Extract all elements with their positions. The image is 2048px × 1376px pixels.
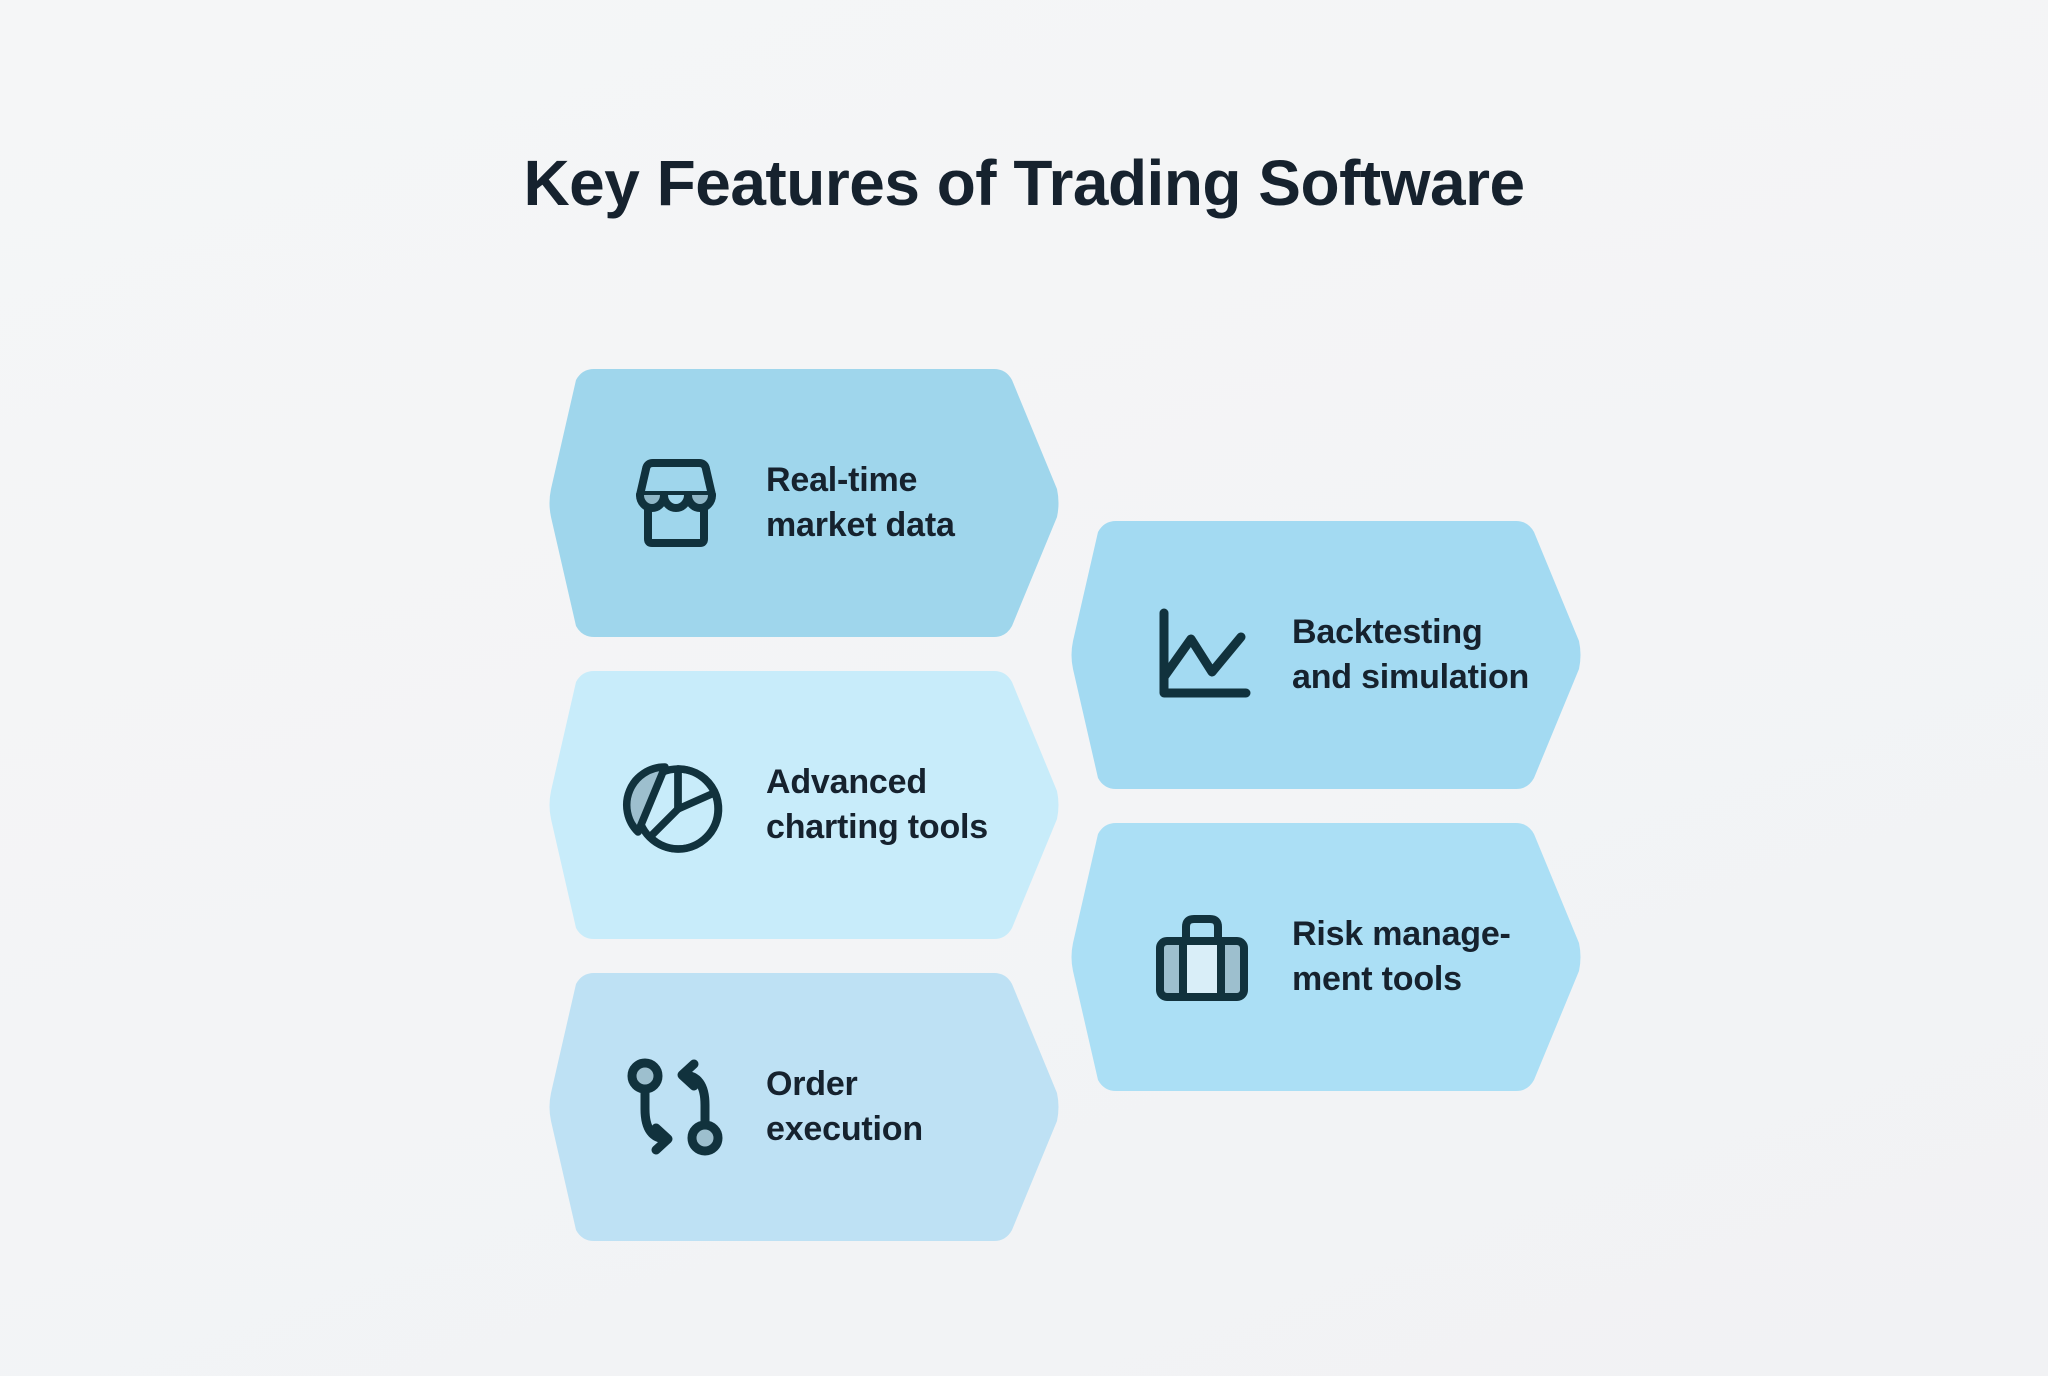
feature-label: Backtesting and simulation: [1292, 613, 1530, 696]
line-chart-icon: [1146, 599, 1258, 711]
feature-label: Order execution: [766, 1065, 923, 1148]
card-content: Backtesting and simulation: [1070, 599, 1582, 711]
hexagon-shape-order: [549, 973, 1059, 1241]
hexagon-shape-risk: [1071, 823, 1581, 1091]
feature-label: Advanced charting tools: [766, 763, 988, 846]
feature-label: Risk manage- ment tools: [1292, 915, 1511, 998]
feature-label: Real-time market data: [766, 461, 955, 544]
briefcase-icon: [1146, 901, 1258, 1013]
feature-card-realtime[interactable]: Real-time market data: [548, 363, 1060, 643]
hexagon-shape-backtesting: [1071, 521, 1581, 789]
pie-chart-icon: [620, 749, 732, 861]
swap-arrows-icon: [620, 1051, 732, 1163]
feature-card-risk[interactable]: Risk manage- ment tools: [1070, 817, 1582, 1097]
feature-card-backtesting[interactable]: Backtesting and simulation: [1070, 515, 1582, 795]
card-content: Order execution: [548, 1051, 1060, 1163]
features-board: Real-time market data: [0, 355, 2048, 1255]
card-content: Risk manage- ment tools: [1070, 901, 1582, 1013]
feature-card-charting[interactable]: Advanced charting tools: [548, 665, 1060, 945]
card-content: Real-time market data: [548, 447, 1060, 559]
hexagon-shape-realtime: [549, 369, 1059, 637]
card-content: Advanced charting tools: [548, 749, 1060, 861]
page-title: Key Features of Trading Software: [523, 147, 1525, 219]
feature-card-order[interactable]: Order execution: [548, 967, 1060, 1247]
hexagon-shape-charting: [549, 671, 1059, 939]
storefront-icon: [620, 447, 732, 559]
